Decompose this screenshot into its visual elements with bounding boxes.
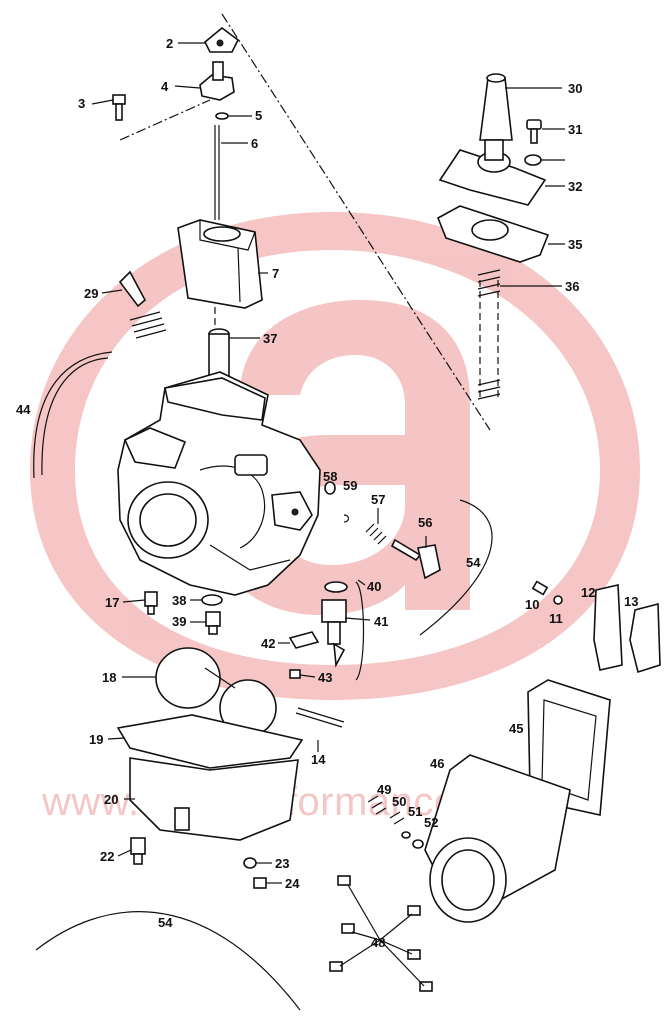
- part-36-spring: [477, 269, 501, 400]
- part-2-cap: [203, 26, 240, 53]
- callout-57: 57: [371, 492, 385, 507]
- part-42-plate: [288, 631, 320, 649]
- part-5-clip: [215, 112, 229, 120]
- callout-5: 5: [255, 108, 262, 123]
- part-20-float-bowl: [129, 757, 299, 841]
- part-6-needle: [214, 125, 220, 220]
- part-3-screw: [112, 94, 126, 121]
- callout-18: 18: [102, 670, 116, 685]
- part-59-clip: [343, 514, 350, 523]
- callout-29: 29: [84, 286, 98, 301]
- callout-40: 40: [367, 579, 381, 594]
- part-29-screw: [118, 270, 147, 308]
- callout-32: 32: [568, 179, 582, 194]
- part-24-screw: [253, 877, 267, 889]
- part-11-washer: [553, 595, 563, 605]
- callout-54-bottom: 54: [158, 915, 173, 930]
- part-12-clamp: [593, 584, 623, 671]
- callout-31: 31: [568, 122, 582, 137]
- part-48-bolts: [329, 875, 433, 992]
- callout-23: 23: [275, 856, 289, 871]
- part-44-hose: [41, 357, 109, 476]
- part-19-gasket: [116, 714, 304, 769]
- part-30-cap: [479, 73, 513, 141]
- callout-58: 58: [323, 469, 337, 484]
- part-52-seat: [412, 839, 424, 849]
- part-43-screw: [289, 669, 301, 679]
- callout-20: 20: [104, 792, 118, 807]
- callout-50: 50: [392, 794, 406, 809]
- part-10-screw: [531, 580, 549, 596]
- part-31-screw: [526, 119, 542, 144]
- callout-35: 35: [568, 237, 582, 252]
- callout-54-right: 54: [466, 555, 481, 570]
- part-22-plug: [130, 837, 146, 865]
- callout-13: 13: [624, 594, 638, 609]
- callout-38: 38: [172, 593, 186, 608]
- part-58-seal: [324, 481, 336, 495]
- leader-lines: [91, 42, 565, 884]
- callout-39: 39: [172, 614, 186, 629]
- part-32-top-cover: [438, 139, 547, 206]
- part-17-plug: [144, 591, 158, 615]
- part-49-spring: [367, 795, 387, 815]
- callout-24: 24: [285, 876, 300, 891]
- callout-11: 11: [549, 611, 563, 626]
- callout-19: 19: [89, 732, 103, 747]
- callout-42: 42: [261, 636, 275, 651]
- part-57-spring: [365, 523, 387, 545]
- callout-12: 12: [581, 585, 595, 600]
- part-4-holder: [199, 61, 235, 101]
- part-50-spring: [389, 811, 405, 825]
- callout-49: 49: [377, 782, 391, 797]
- part-40-oring: [324, 581, 348, 593]
- callout-44: 44: [16, 402, 31, 417]
- part-washer: [524, 154, 542, 166]
- callout-30: 30: [568, 81, 582, 96]
- callout-3: 3: [78, 96, 85, 111]
- part-54-hose-right: [419, 499, 493, 636]
- part-18-float: [155, 647, 277, 737]
- callout-46: 46: [430, 756, 444, 771]
- part-13-clamp: [629, 602, 661, 674]
- callout-4: 4: [161, 79, 169, 94]
- callout-36: 36: [565, 279, 579, 294]
- part-46-manifold: [424, 754, 571, 923]
- part-14-pin: [295, 707, 345, 728]
- callout-59: 59: [343, 478, 357, 493]
- callout-14: 14: [311, 752, 326, 767]
- callout-37: 37: [263, 331, 277, 346]
- callout-labels: 2 3 4 5 6 7 29 37 30 31 32 35 36 44 58 5…: [16, 36, 638, 950]
- callout-51: 51: [408, 804, 422, 819]
- part-spring-small: [129, 311, 167, 339]
- part-54-hose-bottom: [35, 911, 301, 1011]
- callout-56: 56: [418, 515, 432, 530]
- guide-line-main: [221, 13, 491, 431]
- callout-41: 41: [374, 614, 388, 629]
- callout-43: 43: [318, 670, 332, 685]
- part-44-hose-edge: [33, 351, 113, 479]
- part-41-jet: [321, 599, 347, 668]
- part-35-gasket: [436, 205, 550, 263]
- part-7-slide: [177, 219, 263, 309]
- guide-line-screw: [119, 99, 211, 141]
- callout-48: 48: [371, 935, 385, 950]
- part-39-jet: [205, 611, 221, 635]
- callout-7: 7: [272, 266, 279, 281]
- callout-2: 2: [166, 36, 173, 51]
- callout-52: 52: [424, 815, 438, 830]
- carburetor-body: [117, 371, 321, 596]
- part-51-ball: [401, 831, 411, 839]
- callout-10: 10: [525, 597, 539, 612]
- part-38-washer: [201, 594, 223, 606]
- callout-17: 17: [105, 595, 119, 610]
- part-56-screw: [390, 538, 441, 580]
- callout-45: 45: [509, 721, 523, 736]
- callout-22: 22: [100, 849, 114, 864]
- callout-6: 6: [251, 136, 258, 151]
- part-23-washer: [243, 857, 257, 869]
- bracket-40-41: [355, 581, 365, 681]
